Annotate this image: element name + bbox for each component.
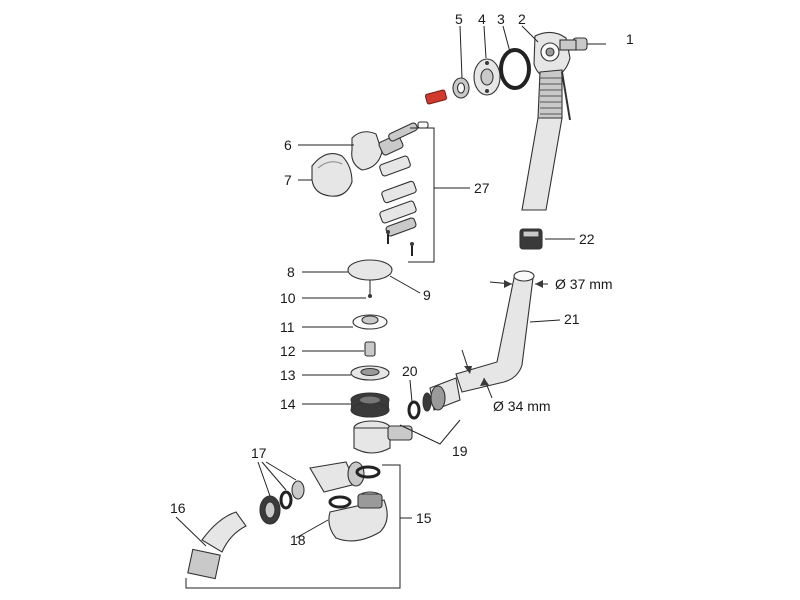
part-27-mechanism-parts <box>379 155 417 256</box>
part-2-overflow-housing <box>533 31 577 79</box>
callout-3: 3 <box>497 11 505 27</box>
part-14-gasket <box>350 392 390 418</box>
o-ring-18 <box>328 495 352 509</box>
callout-17: 17 <box>251 445 267 461</box>
dimension-37mm: Ø 37 mm <box>555 276 613 292</box>
part-1-screw <box>572 37 606 51</box>
callout-14: 14 <box>280 396 296 412</box>
part-20-o-ring <box>407 400 421 420</box>
vertical-pipe <box>521 117 563 211</box>
callout-13: 13 <box>280 367 296 383</box>
highlighted-spindle <box>424 89 448 105</box>
dim-37-arrows <box>489 280 548 288</box>
part-13-flange <box>350 365 390 381</box>
callout-27: 27 <box>474 180 490 196</box>
callout-21: 21 <box>564 311 580 327</box>
callout-10: 10 <box>280 290 296 306</box>
callout-6: 6 <box>284 137 292 153</box>
part-7-cover-cap <box>311 153 353 197</box>
dimension-34mm: Ø 34 mm <box>493 398 551 414</box>
callout-7: 7 <box>284 172 292 188</box>
bracket-19 <box>399 419 461 445</box>
part-12-screw <box>364 341 376 357</box>
part-18-trap <box>328 491 388 542</box>
callout-4: 4 <box>478 11 486 27</box>
o-ring-15 <box>355 465 381 479</box>
callout-2: 2 <box>518 11 526 27</box>
part-4-flange-plate <box>473 58 501 96</box>
callout-16: 16 <box>170 500 186 516</box>
drain-body <box>353 420 413 454</box>
part-15-trap-elbow <box>309 461 365 493</box>
dim-34-arrows <box>461 349 493 399</box>
callout-1: 1 <box>626 31 634 47</box>
part-16-bent-tail <box>187 511 247 580</box>
bracket-27 <box>408 127 470 263</box>
callout-5: 5 <box>455 11 463 27</box>
callout-15: 15 <box>416 510 432 526</box>
callout-22: 22 <box>579 231 595 247</box>
callout-8: 8 <box>287 264 295 280</box>
overflow-hose <box>537 69 571 121</box>
callout-11: 11 <box>280 319 295 335</box>
part-8-plug-disc <box>347 259 393 298</box>
bracket-15 <box>185 464 412 589</box>
callout-20: 20 <box>402 363 418 379</box>
callout-12: 12 <box>280 343 296 359</box>
callout-9: 9 <box>423 287 431 303</box>
part-5-bushing <box>452 77 470 99</box>
part-3-seal-ring <box>499 48 531 90</box>
callout-18: 18 <box>290 532 306 548</box>
part-19-union <box>422 377 461 412</box>
part-11-strainer <box>352 314 388 330</box>
leader-lines <box>175 25 539 547</box>
callout-labels: 1 2 3 4 5 6 7 8 9 10 11 12 13 14 15 16 1… <box>170 11 634 548</box>
part-22-connector-nut <box>519 228 575 250</box>
part-21-bent-pipe <box>455 270 561 393</box>
part-17-nuts-rings <box>259 480 305 525</box>
callout-19: 19 <box>452 443 468 459</box>
